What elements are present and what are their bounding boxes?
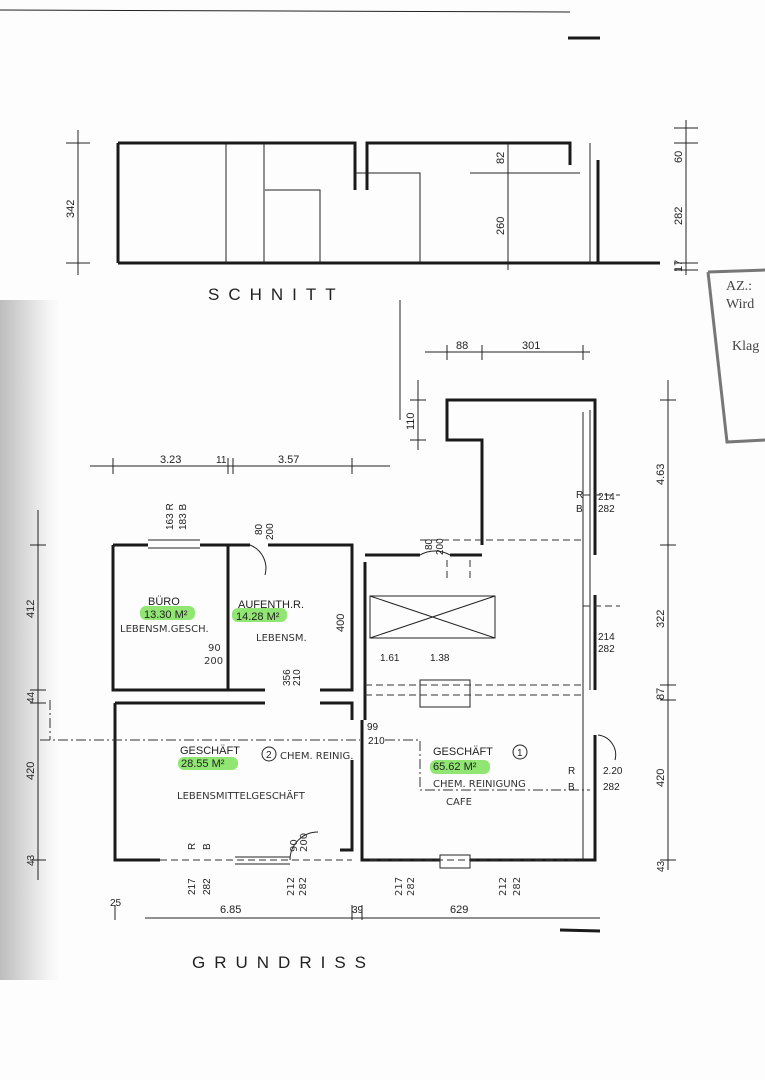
dim-window-r1-h: 282 <box>598 504 615 515</box>
dim-section-lower: 260 <box>495 217 507 235</box>
dim-door-g1-h: 200 <box>435 538 446 555</box>
dim-room-depth: 400 <box>335 614 347 632</box>
room-note: CHEM. REINIG. <box>280 751 353 762</box>
dim-door-g1-w: 80 <box>424 538 435 550</box>
dim-door-mid-h: 210 <box>368 736 385 747</box>
label-b-bottom: B <box>202 843 213 850</box>
dim-door-aufenth-w: 80 <box>254 523 265 535</box>
dim-bottom-small: 25 <box>110 898 122 909</box>
dim-door-internal-w: 90 <box>208 643 221 654</box>
room-number: 2 <box>266 750 272 761</box>
dim-left-2: 44 <box>26 691 37 703</box>
stamp-line-3: Klag <box>732 339 759 354</box>
stamp-line-2: Wird <box>726 297 754 312</box>
dim-window-b4-w: 212 <box>498 877 509 896</box>
room-name: BÜRO <box>148 596 180 608</box>
dim-left-4: 43 <box>26 854 37 866</box>
dim-window-b1-h: 282 <box>202 878 213 895</box>
label-b: B <box>576 504 583 515</box>
dim-door-right-h: 282 <box>603 782 620 793</box>
dim-right-4: 420 <box>655 769 667 787</box>
dim-pass-w: 356 <box>282 669 293 686</box>
dim-door-internal-h: 200 <box>204 656 223 667</box>
scan-mark-bottom <box>559 928 601 933</box>
dim-width-3: 3.57 <box>278 454 299 466</box>
dim-left-3: 420 <box>25 762 37 780</box>
dim-section-right-mid: 282 <box>673 207 685 225</box>
room-use: LEBENSM. <box>256 633 307 644</box>
dim-pass-h: 210 <box>292 669 303 686</box>
plan-dimension-lines <box>30 300 676 920</box>
plan-dimension-labels: 88 301 110 3.23 11 3.57 4.63 322 87 420 … <box>25 340 667 916</box>
dim-window-buero-b: 183 B <box>178 504 189 530</box>
room-use: LEBENSM.GESCH. <box>120 624 209 635</box>
dim-window-b2-w: 212 <box>286 877 297 896</box>
room-area: 28.55 M² <box>181 758 225 770</box>
room-buero: BÜRO 13.30 M² LEBENSM.GESCH. <box>120 596 209 635</box>
dim-left-1: 412 <box>25 600 37 618</box>
dim-bottom-1: 6.85 <box>220 904 241 916</box>
room-geschaeft-2: GESCHÄFT 2 CHEM. REINIG. 28.55 M² LEBENS… <box>177 745 353 802</box>
label-r-bottom: R <box>187 843 198 850</box>
dim-top-b: 301 <box>522 340 540 352</box>
label-r: R <box>576 490 583 501</box>
room-note: CHEM. REINIGUNG <box>433 779 526 790</box>
room-use: LEBENSMITTELGESCHÄFT <box>177 789 306 802</box>
stamp: AZ.: Wird Klag <box>706 268 765 444</box>
dim-door-aufenth-h: 200 <box>265 523 276 540</box>
plan-walls <box>40 398 620 869</box>
section-drawing: 342 82 260 60 282 17 SCHNITT <box>65 120 698 304</box>
room-use: CAFE <box>446 797 472 808</box>
dim-window-buero-r: 163 R <box>165 503 176 530</box>
room-aufenthaltsraum: AUFENTH.R. 14.28 M² LEBENSM. <box>232 599 307 644</box>
dim-window-b3-w: 217 <box>394 877 405 896</box>
dim-right-1: 4.63 <box>655 464 667 485</box>
label-b-right: B <box>568 782 575 793</box>
dim-bottom-3: 629 <box>450 904 468 916</box>
room-name: AUFENTH.R. <box>238 599 304 611</box>
dim-section-height: 342 <box>65 200 77 218</box>
dim-top-h: 110 <box>405 412 417 430</box>
dim-right-3: 87 <box>655 688 667 700</box>
dim-window-b4-h: 282 <box>512 877 523 896</box>
room-name: GESCHÄFT <box>180 745 240 757</box>
dim-width-2: 11 <box>216 455 227 466</box>
dim-section-right-bottom: 17 <box>673 260 685 272</box>
room-area: 14.28 M² <box>236 611 280 623</box>
room-number: 1 <box>517 748 523 759</box>
dim-door-bottom-w: 90 <box>289 839 300 852</box>
dim-bottom-2: 39 <box>352 905 364 916</box>
dim-section-upper: 82 <box>495 152 507 164</box>
dim-window-r2-h: 282 <box>598 644 615 655</box>
plan-title: GRUNDRISS <box>192 953 375 972</box>
dim-door-bottom-h: 200 <box>299 833 310 852</box>
scan-top-edge <box>0 9 571 13</box>
label-r-right: R <box>568 766 575 777</box>
dim-top-a: 88 <box>456 340 468 352</box>
dim-inner-2: 1.38 <box>430 653 450 664</box>
dim-window-r1-w: 214 <box>598 492 615 503</box>
stamp-line-1: AZ.: <box>726 279 752 294</box>
dim-door-mid-w: 99 <box>367 722 379 733</box>
dim-inner-1: 1.61 <box>380 653 400 664</box>
dim-right-5: 43 <box>656 860 667 872</box>
dim-window-r2-w: 214 <box>598 632 615 643</box>
section-title: SCHNITT <box>208 285 345 304</box>
dim-window-b2-h: 282 <box>298 877 309 896</box>
room-name: GESCHÄFT <box>433 746 493 758</box>
room-area: 65.62 M² <box>433 761 477 773</box>
room-geschaeft-1: GESCHÄFT 1 65.62 M² CHEM. REINIGUNG CAFE <box>430 744 528 808</box>
dim-door-right-w: 2.20 <box>603 766 623 777</box>
dim-right-2: 322 <box>655 610 667 628</box>
room-area: 13.30 M² <box>144 609 188 621</box>
dim-window-b3-h: 282 <box>406 877 417 896</box>
dim-width-1: 3.23 <box>160 454 181 466</box>
dim-section-right-top: 60 <box>673 151 685 163</box>
scan-shadow <box>0 300 60 980</box>
dim-window-b1-w: 217 <box>187 878 198 895</box>
